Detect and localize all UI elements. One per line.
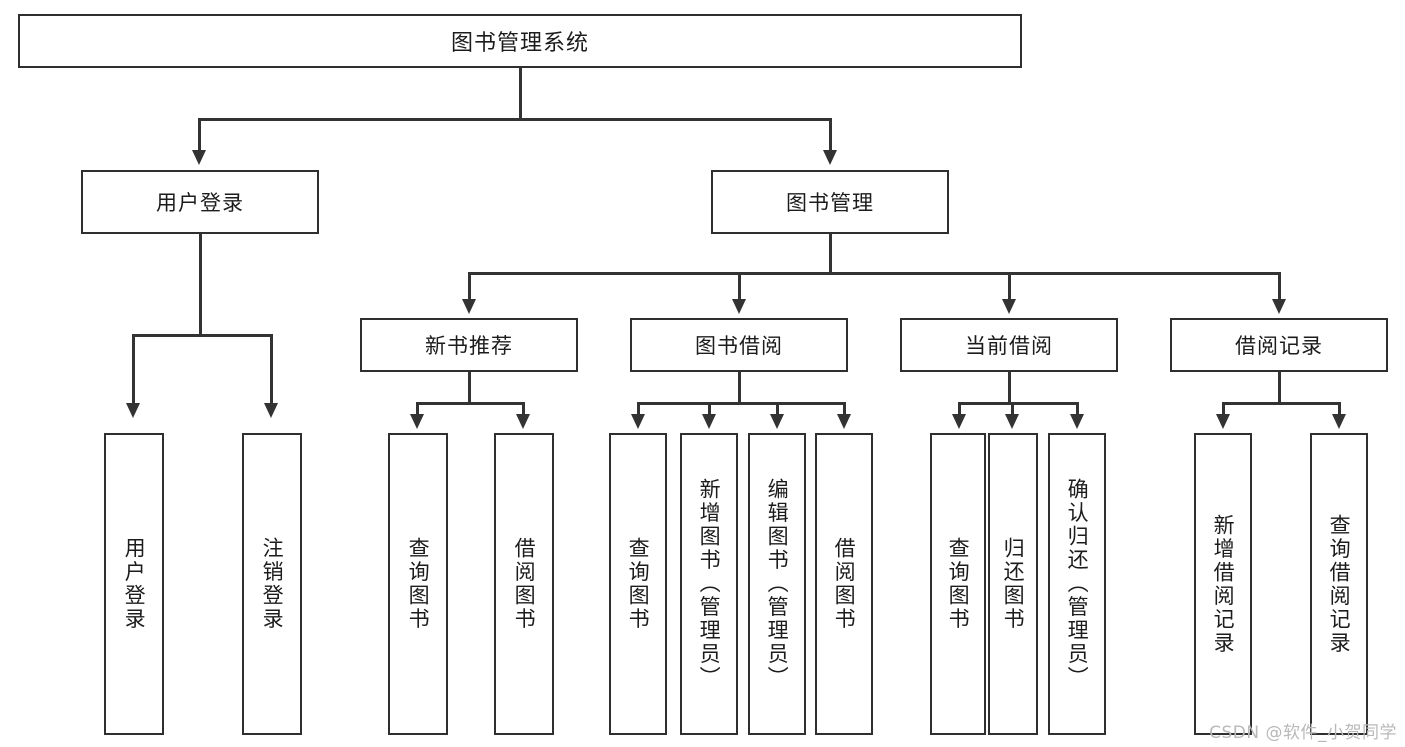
arrowhead-leaf-12-icon <box>1216 414 1230 429</box>
edge-book-borrow-bus <box>637 402 844 405</box>
edge-drop-leaf-4 <box>522 402 525 416</box>
node-label: 查询图书 <box>406 537 431 631</box>
node-label: 图书借阅 <box>695 334 783 358</box>
arrowhead-leaf-4-icon <box>516 414 530 429</box>
edge-root-trunk <box>519 68 522 118</box>
node-label: 用户登录 <box>122 537 147 631</box>
edge-new-book-bus <box>416 402 522 405</box>
arrowhead-leaf-9-icon <box>952 414 966 429</box>
edge-book-borrow-trunk <box>738 372 741 404</box>
leaf-user-login[interactable]: 用户登录 <box>104 433 164 735</box>
arrowhead-leaf-3-icon <box>410 414 424 429</box>
node-label: 新增图书（管理员） <box>697 478 722 690</box>
edge-level3-bus <box>468 272 1280 275</box>
node-new-book-recommend[interactable]: 新书推荐 <box>360 318 578 372</box>
node-label: 编辑图书（管理员） <box>765 478 790 690</box>
leaf-logout[interactable]: 注销登录 <box>242 433 302 735</box>
leaf-query-books-current[interactable]: 查询图书 <box>930 433 986 735</box>
leaf-add-book-admin[interactable]: 新增图书（管理员） <box>680 433 738 735</box>
node-label: 新书推荐 <box>425 334 513 358</box>
leaf-query-books-borrow[interactable]: 查询图书 <box>609 433 667 735</box>
edge-drop-leaf-7 <box>776 402 779 416</box>
edge-user-login-trunk <box>199 234 202 336</box>
edge-drop-leaf-8 <box>843 402 846 416</box>
edge-user-login-bus <box>132 334 270 337</box>
edge-borrow-record-trunk <box>1278 372 1281 404</box>
edge-drop-book-mgmt <box>829 118 832 153</box>
edge-drop-book-borrow <box>738 272 741 302</box>
node-label: 确认归还（管理员） <box>1065 478 1090 690</box>
arrowhead-leaf-5-icon <box>631 414 645 429</box>
edge-drop-borrow-record <box>1278 272 1281 302</box>
edge-drop-leaf-6 <box>708 402 711 416</box>
node-label: 用户登录 <box>156 191 244 215</box>
leaf-confirm-return-admin[interactable]: 确认归还（管理员） <box>1048 433 1106 735</box>
arrowhead-book-mgmt-icon <box>823 150 837 165</box>
leaf-edit-book-admin[interactable]: 编辑图书（管理员） <box>748 433 806 735</box>
edge-drop-leaf-11 <box>1076 402 1079 416</box>
arrowhead-leaf-7-icon <box>770 414 784 429</box>
arrowhead-leaf-8-icon <box>837 414 851 429</box>
edge-current-borrow-bus <box>958 402 1078 405</box>
arrowhead-user-login-icon <box>192 150 206 165</box>
leaf-query-borrow-record[interactable]: 查询借阅记录 <box>1310 433 1368 735</box>
edge-drop-leaf-9 <box>958 402 961 416</box>
node-label: 借阅图书 <box>832 537 857 631</box>
node-label: 归还图书 <box>1001 537 1026 631</box>
node-root-system[interactable]: 图书管理系统 <box>18 14 1022 68</box>
edge-level2-bus <box>198 118 832 121</box>
watermark-text: CSDN @软件_小贺同学 <box>1209 723 1397 743</box>
edge-drop-current-borrow <box>1008 272 1011 302</box>
node-label: 借阅图书 <box>512 537 537 631</box>
node-label: 注销登录 <box>260 537 285 631</box>
arrowhead-book-borrow-icon <box>732 299 746 314</box>
arrowhead-leaf-13-icon <box>1332 414 1346 429</box>
leaf-borrow-books-recommend[interactable]: 借阅图书 <box>494 433 554 735</box>
edge-current-borrow-trunk <box>1008 372 1011 404</box>
edge-drop-leaf-5 <box>637 402 640 416</box>
node-current-borrow[interactable]: 当前借阅 <box>900 318 1118 372</box>
arrowhead-borrow-record-icon <box>1272 299 1286 314</box>
node-label: 查询借阅记录 <box>1327 513 1352 655</box>
leaf-return-books[interactable]: 归还图书 <box>988 433 1038 735</box>
arrowhead-leaf-10-icon <box>1005 414 1019 429</box>
node-label: 借阅记录 <box>1235 334 1323 358</box>
node-user-login[interactable]: 用户登录 <box>81 170 319 234</box>
edge-new-book-trunk <box>468 372 471 404</box>
arrowhead-leaf-2-icon <box>264 403 278 418</box>
node-label: 图书管理系统 <box>450 31 589 56</box>
edge-drop-leaf-13 <box>1338 402 1341 416</box>
arrowhead-leaf-6-icon <box>702 414 716 429</box>
leaf-query-books-recommend[interactable]: 查询图书 <box>388 433 448 735</box>
edge-drop-new-book <box>468 272 471 302</box>
arrowhead-new-book-icon <box>462 299 476 314</box>
edge-drop-leaf-3 <box>416 402 419 416</box>
edge-borrow-record-bus <box>1222 402 1340 405</box>
edge-drop-leaf-2 <box>270 334 273 406</box>
edge-drop-leaf-10 <box>1011 402 1014 416</box>
edge-book-mgmt-trunk <box>829 234 832 274</box>
edge-drop-leaf-1 <box>132 334 135 406</box>
node-label: 查询图书 <box>946 537 971 631</box>
leaf-add-borrow-record[interactable]: 新增借阅记录 <box>1194 433 1252 735</box>
node-label: 图书管理 <box>786 191 874 215</box>
arrowhead-leaf-11-icon <box>1070 414 1084 429</box>
node-borrow-record[interactable]: 借阅记录 <box>1170 318 1388 372</box>
node-book-management[interactable]: 图书管理 <box>711 170 949 234</box>
edge-drop-user-login <box>198 118 201 153</box>
arrowhead-leaf-1-icon <box>126 403 140 418</box>
leaf-borrow-books[interactable]: 借阅图书 <box>815 433 873 735</box>
node-label: 查询图书 <box>626 537 651 631</box>
edge-drop-leaf-12 <box>1222 402 1225 416</box>
arrowhead-current-borrow-icon <box>1002 299 1016 314</box>
node-book-borrow[interactable]: 图书借阅 <box>630 318 848 372</box>
node-label: 当前借阅 <box>965 334 1053 358</box>
node-label: 新增借阅记录 <box>1211 513 1236 655</box>
